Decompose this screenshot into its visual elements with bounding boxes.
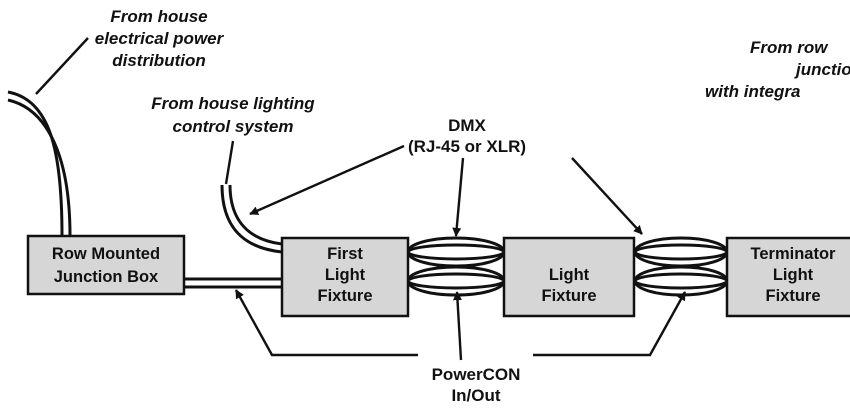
powercon-arrows xyxy=(234,289,687,361)
powercon-arrow-cable1 xyxy=(234,289,418,357)
row-junction-label-line2: junctio xyxy=(794,60,850,79)
house-lighting-label: From house lighting control system xyxy=(151,94,315,136)
powercon-arrow-loop1 xyxy=(452,291,463,361)
powercon-label: PowerCON In/Out xyxy=(432,365,521,405)
dmx-arrow-control xyxy=(249,144,405,216)
house-power-label-line1: From house xyxy=(110,7,207,26)
first-light-fixture: First Light Fixture xyxy=(280,236,410,318)
dmx-arrows xyxy=(249,144,643,237)
house-power-cable xyxy=(7,90,72,237)
first-fixture-label-line2: Light xyxy=(325,266,366,284)
powercon-label-line1: PowerCON xyxy=(432,365,521,384)
junction-box-label-line2: Junction Box xyxy=(54,268,159,286)
powercon-label-line2: In/Out xyxy=(451,386,500,405)
lighting-control-leader xyxy=(224,140,235,185)
first-fixture-label-line1: First xyxy=(327,245,363,263)
light-fixture: Light Fixture xyxy=(502,236,636,318)
house-lighting-label-line2: control system xyxy=(173,117,294,136)
light-fixture-label-line1: Light xyxy=(549,266,590,284)
junction-box-label-line1: Row Mounted xyxy=(52,245,160,263)
terminator-label-line1: Terminator xyxy=(751,245,837,263)
cable-loop-1 xyxy=(406,236,506,297)
house-power-label-line3: distribution xyxy=(112,51,205,70)
dmx-arrow-loop2 xyxy=(571,157,643,235)
first-fixture-label-line3: Fixture xyxy=(317,287,372,305)
house-power-label: From house electrical power distribution xyxy=(95,7,225,70)
row-junction-label-line1: From row xyxy=(750,38,829,57)
terminator-label-line3: Fixture xyxy=(765,287,820,305)
lighting-control-cable xyxy=(220,184,283,254)
light-fixture-label-line2: Fixture xyxy=(541,287,596,305)
powercon-cable-1 xyxy=(184,277,282,289)
terminator-light-fixture: Terminator Light Fixture xyxy=(725,236,850,318)
junction-box: Row Mounted Junction Box xyxy=(26,234,186,296)
powercon-arrow-loop2 xyxy=(533,291,687,357)
house-lighting-label-line1: From house lighting xyxy=(151,94,315,113)
house-power-leader xyxy=(35,37,89,95)
cable-loop-2 xyxy=(633,236,729,297)
dmx-label-line2: (RJ-45 or XLR) xyxy=(408,137,526,156)
dmx-arrow-loop1 xyxy=(452,157,465,237)
row-junction-label: From row junctio with integra xyxy=(705,38,850,101)
dmx-label-line1: DMX xyxy=(448,116,486,135)
terminator-label-line2: Light xyxy=(773,266,814,284)
row-junction-label-line3: with integra xyxy=(705,82,800,101)
house-power-label-line2: electrical power xyxy=(95,29,225,48)
dmx-label: DMX (RJ-45 or XLR) xyxy=(408,116,526,156)
